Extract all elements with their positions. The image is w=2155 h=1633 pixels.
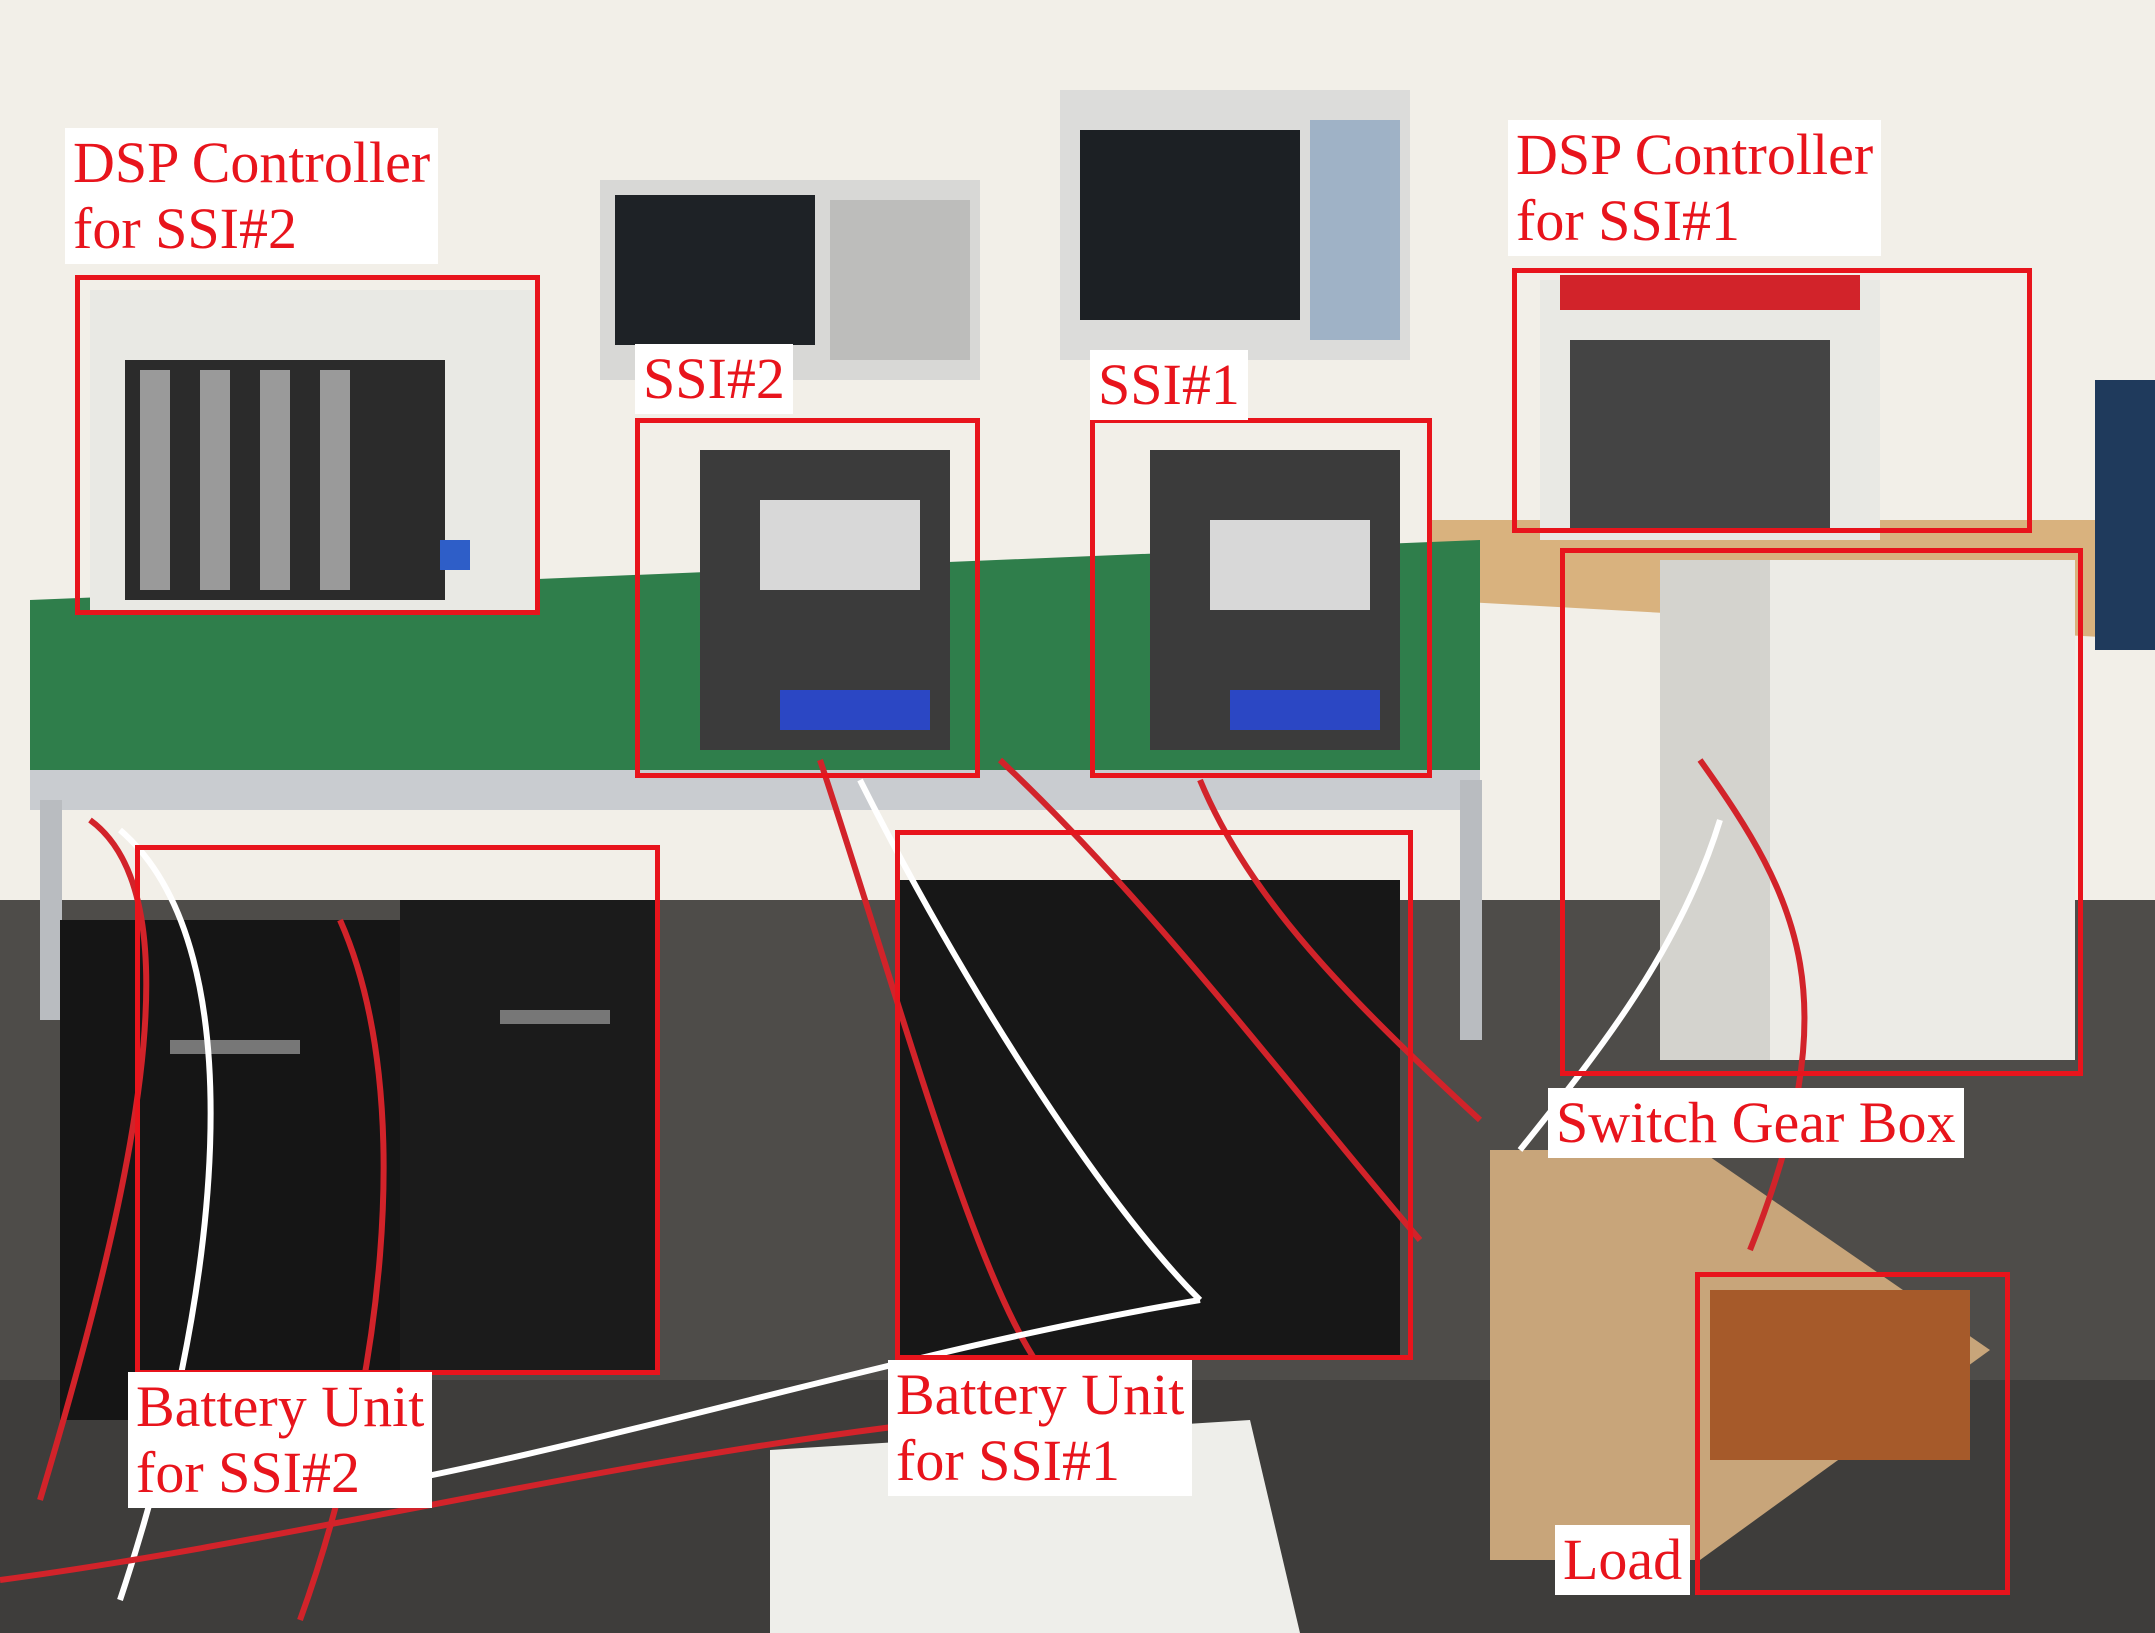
dsp-controller-ssi1-box — [1512, 268, 2032, 533]
label-text: Load — [1563, 1527, 1683, 1592]
bench-leg-right — [1460, 780, 1482, 1040]
dsp-controller-ssi2-label: DSP Controller for SSI#2 — [65, 128, 439, 264]
switch-gear-box-label: Switch Gear Box — [1548, 1088, 1964, 1158]
label-line-1: Battery Unit — [896, 1362, 1185, 1427]
label-text: SSI#2 — [643, 346, 785, 411]
ssi1-label: SSI#1 — [1090, 350, 1248, 420]
dsp-controller-ssi2-box — [75, 275, 540, 615]
label-line-1: DSP Controller — [73, 130, 431, 195]
battery-cabinet-ssi2-b — [400, 900, 660, 1370]
label-line-1: Battery Unit — [136, 1374, 425, 1439]
battery-unit-ssi1-label: Battery Unit for SSI#1 — [888, 1360, 1193, 1496]
bench-leg-left — [40, 800, 62, 1020]
label-line-2: for SSI#1 — [1516, 188, 1740, 253]
switch-gear-box-box — [1560, 548, 2083, 1076]
label-text: SSI#1 — [1098, 352, 1240, 417]
battery-unit-ssi2-label: Battery Unit for SSI#2 — [128, 1372, 433, 1508]
load-box — [1695, 1272, 2010, 1595]
battery-unit-ssi1-box — [895, 830, 1413, 1360]
load-label: Load — [1555, 1525, 1691, 1595]
ssi1-box — [1090, 418, 1432, 778]
laptop-screen — [2095, 380, 2155, 650]
load-board — [1710, 1290, 1970, 1460]
battery-cabinet-ssi2-a — [60, 920, 420, 1420]
label-text: Switch Gear Box — [1556, 1090, 1956, 1155]
label-line-1: DSP Controller — [1516, 122, 1874, 187]
ssi2-box — [635, 418, 980, 778]
battery-unit-ssi2-box — [135, 845, 660, 1375]
label-line-2: for SSI#1 — [896, 1428, 1120, 1493]
label-line-2: for SSI#2 — [136, 1440, 360, 1505]
dsp-controller-ssi1-label: DSP Controller for SSI#1 — [1508, 120, 1882, 256]
label-line-2: for SSI#2 — [73, 196, 297, 261]
ssi2-label: SSI#2 — [635, 344, 793, 414]
